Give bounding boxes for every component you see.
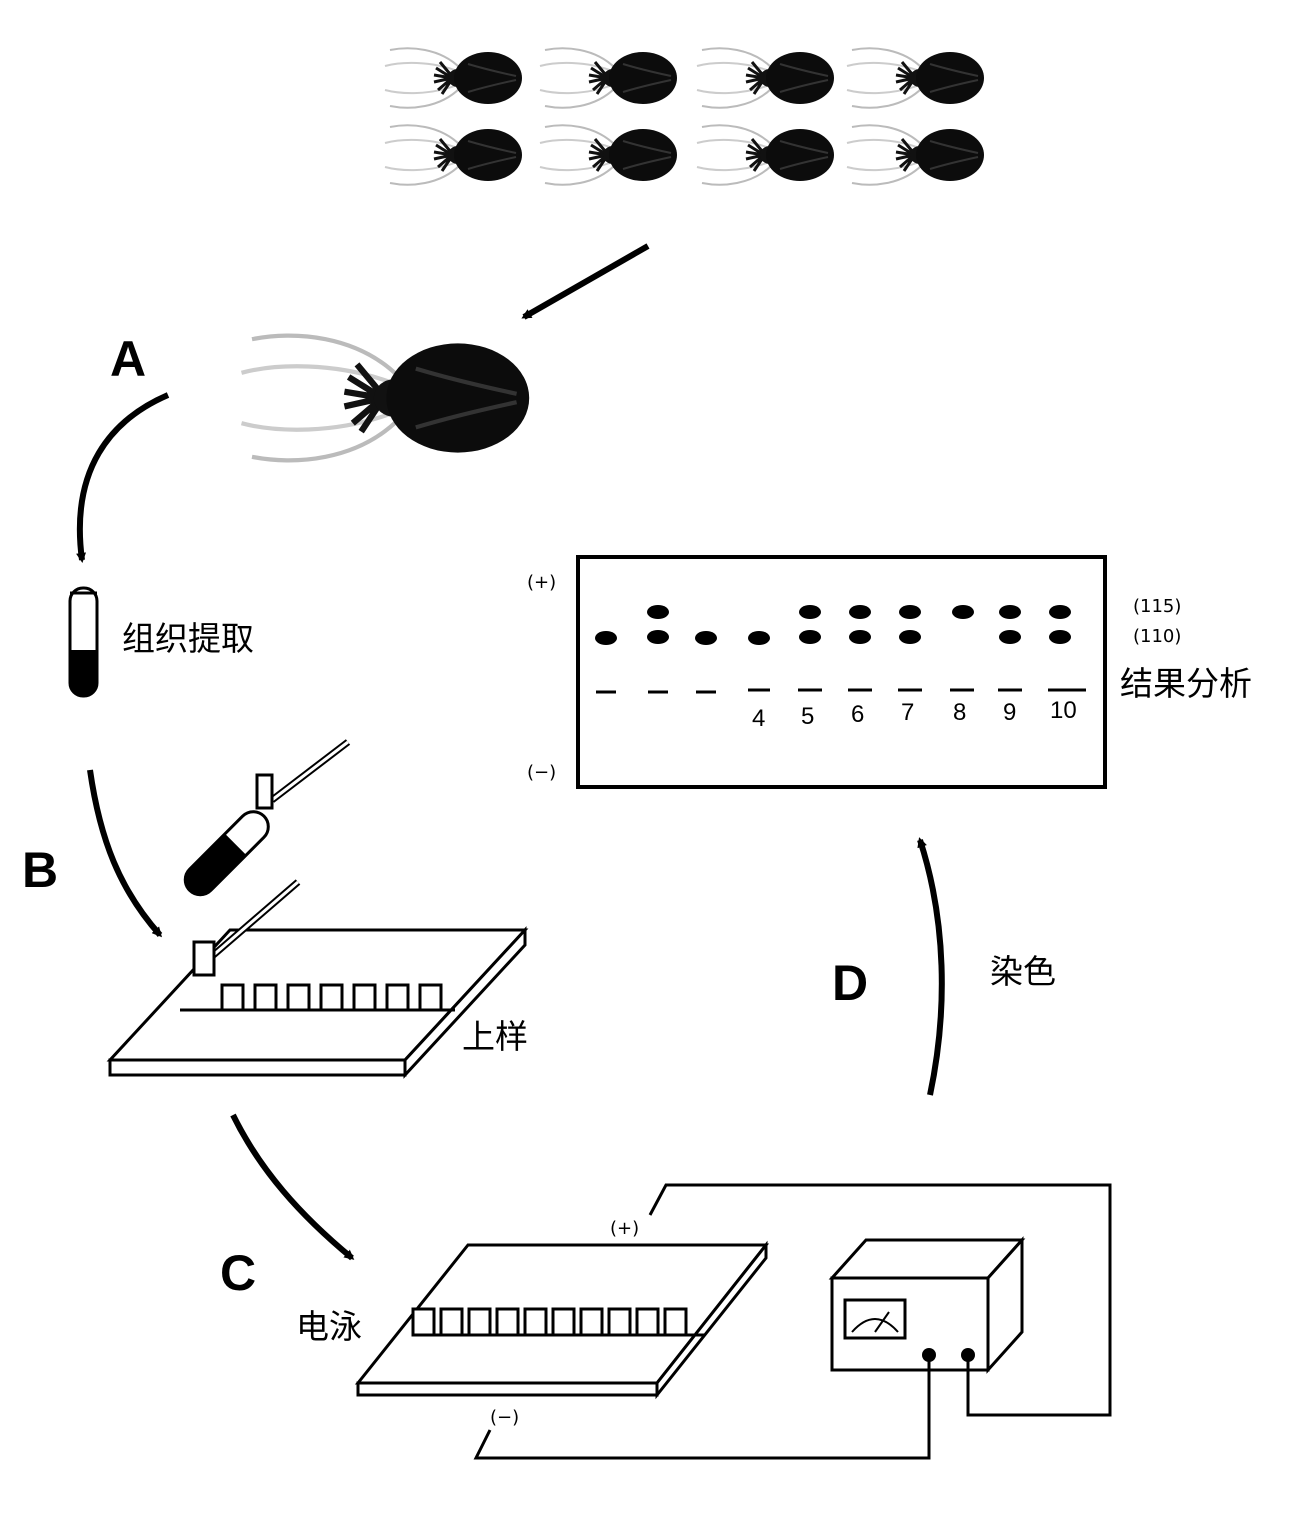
mite-icon <box>383 46 524 110</box>
gel-slab-electrophoresis <box>354 1240 770 1400</box>
mite-icon <box>538 123 679 187</box>
lane-number: 5 <box>801 703 814 730</box>
power-supply-icon <box>828 1236 1026 1374</box>
gel-band <box>695 631 717 645</box>
mite-icon <box>845 46 986 110</box>
gel-band <box>595 631 617 645</box>
step-b-letter: B <box>22 842 58 898</box>
mite-sample-group <box>383 46 986 187</box>
step-d-arrow <box>917 837 945 1096</box>
single-mite-icon <box>242 336 530 461</box>
gel-band <box>799 605 821 619</box>
loading-pipette-icon <box>192 879 301 977</box>
lane-number: 8 <box>953 699 966 726</box>
lane-number: 4 <box>752 705 765 732</box>
step-c-letter: C <box>220 1245 256 1301</box>
gel-slab-loading <box>106 926 529 1079</box>
mite-icon <box>695 46 836 110</box>
gel-bands <box>595 605 1071 645</box>
gel-band <box>899 605 921 619</box>
step-a-caption: 组织提取 <box>122 619 254 658</box>
lane-number: 6 <box>851 701 864 728</box>
lane-number: 9 <box>1003 699 1016 726</box>
gel-band <box>999 630 1021 644</box>
step-c-caption: 电泳 <box>296 1307 362 1346</box>
step-b-caption: 上样 <box>462 1017 528 1056</box>
gel-band <box>849 605 871 619</box>
gel-band <box>748 631 770 645</box>
lane-number: 7 <box>901 699 914 726</box>
apparatus-minus-label: (−) <box>490 1407 519 1428</box>
apparatus-plus-label: (+) <box>610 1218 639 1239</box>
gel-band <box>899 630 921 644</box>
test-tube-icon <box>68 586 99 698</box>
lane-number: 10 <box>1050 697 1077 724</box>
gel-band <box>799 630 821 644</box>
well-marks <box>596 688 1086 694</box>
mite-icon <box>695 123 836 187</box>
sample-tube-icon <box>183 810 270 897</box>
select-arrow <box>521 243 650 320</box>
pipette-icon <box>255 739 351 810</box>
result-plus-label: (+) <box>527 572 556 593</box>
gel-band <box>647 630 669 644</box>
allele-110-label: (110) <box>1133 626 1181 647</box>
gel-band <box>647 605 669 619</box>
step-c-arrow <box>230 1113 355 1261</box>
result-gel <box>576 555 1107 789</box>
mite-icon <box>845 123 986 187</box>
result-minus-label: (−) <box>527 762 556 783</box>
mite-icon <box>538 46 679 110</box>
gel-band <box>999 605 1021 619</box>
step-a-letter: A <box>110 331 146 387</box>
gel-band <box>1049 605 1071 619</box>
step-b-arrow <box>87 769 163 938</box>
gel-band <box>952 605 974 619</box>
step-d-caption: 染色 <box>990 952 1056 991</box>
step-a-arrow <box>76 392 170 563</box>
gel-band <box>1049 630 1071 644</box>
gel-band <box>849 630 871 644</box>
power-wires <box>473 1183 1112 1460</box>
step-d-letter: D <box>832 955 868 1011</box>
allele-115-label: (115) <box>1133 596 1181 617</box>
mite-icon <box>383 123 524 187</box>
result-caption: 结果分析 <box>1120 664 1252 703</box>
